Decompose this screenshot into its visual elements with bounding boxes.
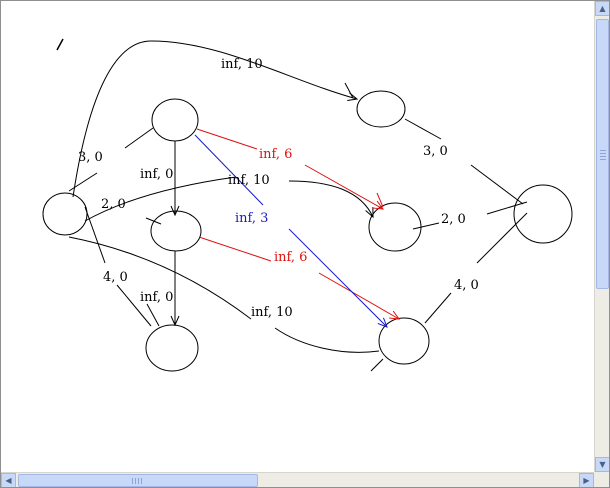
horizontal-scrollbar[interactable]: ◀ ▶ — [1, 472, 594, 487]
edge-top-curve — [72, 40, 359, 198]
diagram-canvas: inf, 10 3, 0 inf, 0 inf, 10 2, 0 inf, 6 … — [1, 1, 594, 472]
label-red-upper: inf, 6 — [259, 147, 292, 162]
node-f — [378, 317, 430, 365]
scroll-right-button[interactable]: ▶ — [579, 473, 594, 487]
node-sink — [513, 184, 573, 244]
vertical-scroll-thumb[interactable] — [596, 19, 609, 289]
edge-red-lower-a — [198, 236, 272, 262]
grip-line — [135, 478, 136, 484]
edge-b-stub — [145, 217, 162, 225]
edge-right-mid — [486, 201, 528, 215]
edge-left-mid — [84, 176, 237, 222]
edge-f-stub — [370, 358, 384, 372]
grip-line — [600, 159, 606, 160]
label-left-upper: 3, 0 — [78, 150, 103, 165]
edge-blue-diag-b — [288, 228, 388, 328]
grip-line — [141, 478, 142, 484]
horizontal-scroll-thumb[interactable] — [18, 474, 258, 487]
vertical-scrollbar[interactable]: ▲ ▼ — [594, 1, 609, 472]
arrow-stub — [344, 82, 354, 99]
edge-left-upper — [68, 172, 98, 192]
edge-left-4-0 — [84, 206, 106, 264]
edge-red-upper-b — [304, 164, 385, 210]
edge-red-lower-b — [318, 272, 401, 320]
label-center-vertical: inf, 0 — [140, 167, 173, 182]
edge-left-lower — [68, 236, 252, 320]
label-left-4-0: 4, 0 — [103, 270, 128, 285]
stray-mark — [56, 38, 64, 51]
edge-f-to-right — [424, 292, 452, 324]
arrow-down-icon: ▼ — [599, 460, 606, 469]
grip-line — [600, 156, 606, 157]
edge-d-to-right — [404, 118, 442, 140]
scrollbar-corner — [594, 472, 609, 487]
node-e — [368, 202, 422, 252]
edge-right-upper — [470, 164, 524, 205]
edge-left-to-c — [116, 284, 152, 327]
arrow-right-icon: ▶ — [583, 476, 590, 485]
grip-line — [600, 150, 606, 151]
label-bottom-curve: inf, 10 — [251, 305, 293, 320]
scroll-up-button[interactable]: ▲ — [595, 1, 609, 16]
edge-c-stub — [146, 303, 160, 327]
label-red-lower: inf, 6 — [274, 250, 307, 265]
edge-red-upper-a — [196, 128, 258, 150]
edge-bottom-curve — [274, 327, 380, 353]
graph-diagram: inf, 10 3, 0 inf, 0 inf, 10 2, 0 inf, 6 … — [42, 38, 573, 372]
edge-blue-diag-a — [194, 134, 264, 206]
edge-red-stub — [376, 192, 384, 208]
label-left-2-0: 2, 0 — [101, 197, 126, 212]
label-top-curve: inf, 10 — [221, 57, 263, 72]
label-lower-vertical: inf, 0 — [140, 290, 173, 305]
node-source — [42, 192, 88, 236]
label-right-upper: 3, 0 — [423, 144, 448, 159]
arrow-left-icon: ◀ — [5, 476, 12, 485]
scroll-down-button[interactable]: ▼ — [595, 457, 609, 472]
node-c — [145, 324, 199, 372]
scroll-left-button[interactable]: ◀ — [1, 473, 16, 487]
arrow-up-icon: ▲ — [599, 4, 606, 13]
grip-line — [138, 478, 139, 484]
label-blue-diag: inf, 3 — [235, 211, 268, 226]
node-d — [356, 90, 406, 128]
grip-line — [600, 153, 606, 154]
grip-line — [132, 478, 133, 484]
label-middle-curve: inf, 10 — [228, 173, 270, 188]
edge-e-to-right — [412, 222, 440, 230]
node-b — [150, 210, 202, 252]
edge-right-lower — [476, 212, 528, 264]
node-a — [151, 98, 199, 142]
edge-middle-curve — [288, 180, 374, 219]
label-right-mid: 2, 0 — [441, 212, 466, 227]
edge-a-stub — [124, 127, 154, 149]
label-right-lower: 4, 0 — [454, 278, 479, 293]
